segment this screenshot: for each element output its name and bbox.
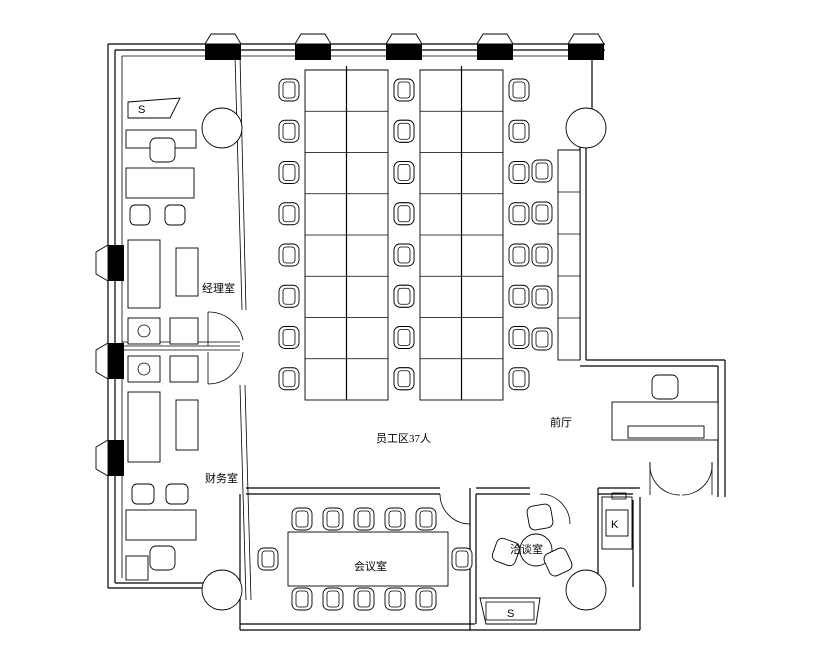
chair: [393, 326, 415, 349]
chair: [278, 202, 300, 226]
chair: [415, 587, 437, 611]
safe-label-negotiation: S: [507, 608, 514, 620]
chair: [531, 159, 553, 183]
chair: [278, 119, 300, 143]
chair: [291, 507, 313, 531]
label-meeting-room: 会议室: [354, 559, 387, 573]
round-pillars: [201, 107, 607, 611]
chair: [415, 507, 437, 531]
chair: [508, 119, 530, 143]
meeting-room-furniture: [257, 507, 473, 611]
meeting-table: [287, 531, 449, 587]
chair: [508, 161, 530, 184]
sofa: [127, 239, 161, 309]
chair: [257, 547, 279, 571]
chair: [393, 161, 415, 184]
columns: [95, 33, 605, 477]
chair: [322, 587, 344, 611]
finance-office-furniture: [125, 355, 199, 581]
chair: [508, 284, 530, 308]
label-staff-area: 员工区37人: [376, 432, 431, 445]
label-finance-office: 财务室: [205, 471, 238, 485]
chair: [393, 284, 415, 308]
chair: [353, 587, 375, 611]
label-negotiation-room: 洽谈室: [510, 542, 543, 556]
reception: [611, 374, 719, 441]
chair: [278, 78, 300, 102]
safe-negotiation: [479, 597, 541, 625]
safe-label-manager: S: [138, 104, 145, 116]
staff-workstations: [278, 66, 581, 401]
chair: [393, 367, 415, 391]
chair: [508, 202, 530, 226]
label-lobby: 前厅: [550, 415, 572, 429]
chair: [384, 587, 406, 611]
doors: [207, 311, 713, 525]
chair: [393, 119, 415, 143]
chair: [278, 161, 300, 184]
kitchen-unit: K: [601, 492, 633, 550]
room-labels: 经理室 财务室 员工区37人 前厅 会议室 洽谈室: [202, 281, 572, 573]
chair: [393, 202, 415, 226]
chair: [451, 547, 473, 571]
chair: [531, 285, 553, 309]
chair: [531, 327, 553, 351]
chair: [278, 367, 300, 391]
chair: [393, 78, 415, 102]
chair: [384, 507, 406, 531]
label-manager-office: 经理室: [202, 281, 235, 295]
manager-office-furniture: S: [125, 97, 199, 345]
chair: [278, 326, 300, 349]
chair: [353, 507, 375, 531]
chair: [508, 243, 530, 267]
chair: [508, 326, 530, 349]
chair: [508, 78, 530, 102]
chair: [531, 201, 553, 225]
chair: [291, 587, 313, 611]
chair: [531, 243, 553, 267]
chair: [393, 243, 415, 267]
chair: [322, 507, 344, 531]
kitchen-label: K: [611, 519, 619, 531]
chair: [278, 284, 300, 308]
negotiation-furniture: S: [479, 503, 573, 625]
safe-manager: [127, 97, 181, 119]
chair: [508, 367, 530, 391]
chair: [278, 243, 300, 267]
